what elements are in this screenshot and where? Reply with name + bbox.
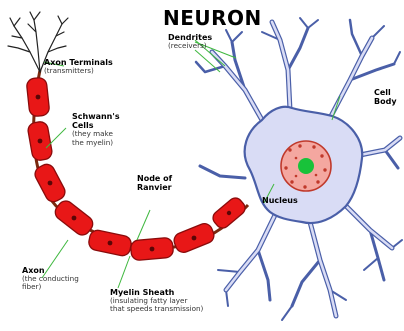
dendrites-note: (receivers) — [168, 42, 212, 50]
nucleolus — [298, 158, 314, 174]
diagram-title: NEURON — [163, 6, 262, 30]
cell-body-line2: Body — [374, 97, 397, 106]
label-axon-terminals: Axon Terminals (transmitters) — [44, 58, 113, 75]
label-cell-body: Cell Body — [374, 88, 397, 106]
schwanns-cells-line1: Schwann's — [72, 112, 120, 121]
label-node-of-ranvier: Node of Ranvier — [137, 174, 172, 192]
node-of-ranvier-line1: Node of — [137, 174, 172, 183]
axon-terminals-note: (transmitters) — [44, 67, 113, 75]
nucleus — [281, 141, 331, 191]
label-schwanns-cells: Schwann's Cells (they make the myelin) — [72, 112, 120, 147]
nucleus-name: Nucleus — [262, 196, 298, 205]
cell-body-line1: Cell — [374, 88, 397, 97]
label-axon: Axon (the conducting fiber) — [22, 266, 79, 292]
axon-note2: fiber) — [22, 283, 79, 291]
label-myelin-sheath: Myelin Sheath (insulating fatty layer th… — [110, 288, 203, 314]
schwanns-cells-note2: the myelin) — [72, 139, 120, 147]
label-nucleus: Nucleus — [262, 196, 298, 205]
node-of-ranvier-line2: Ranvier — [137, 183, 172, 192]
label-dendrites: Dendrites (receivers) — [168, 33, 212, 50]
myelin-sheath-note2: that speeds transmission) — [110, 305, 203, 313]
